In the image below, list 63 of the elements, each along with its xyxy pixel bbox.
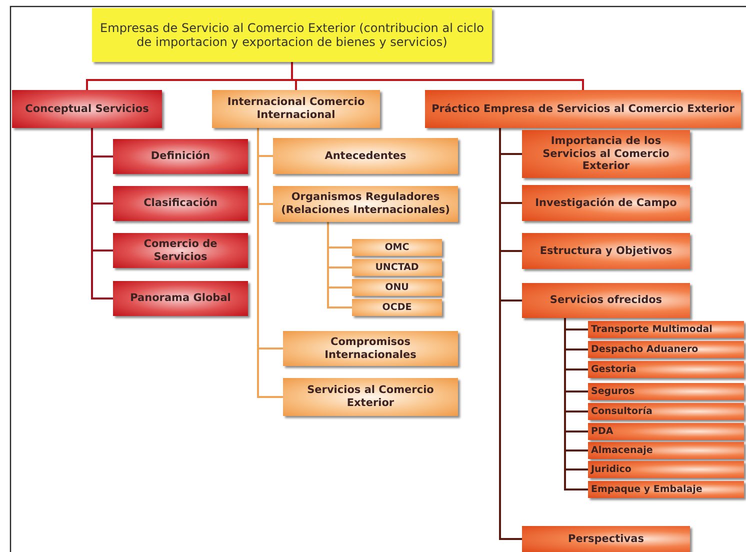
node-label: Importancia de los Servicios al Comercio Exterior	[542, 135, 670, 173]
category-box	[12, 90, 162, 128]
node-label: Clasificación	[142, 197, 218, 210]
category-box	[522, 526, 690, 552]
node-label: OCDE	[381, 302, 413, 314]
category-box	[273, 138, 458, 174]
node-label: PDA	[590, 426, 614, 438]
node-label: Práctico Empresa de Servicios al Comercio Exterior	[430, 102, 736, 116]
node-label: UNCTAD	[374, 262, 420, 274]
node-label: Transporte Multimodal	[590, 324, 714, 336]
category-box	[588, 383, 744, 400]
node-label: Investigación de Campo	[534, 196, 678, 210]
node-label: Definición	[150, 150, 212, 163]
node-label: Despacho Aduanero	[590, 344, 700, 356]
category-box	[352, 239, 442, 256]
node-label: Comercio de Servicios	[142, 238, 218, 264]
node-label: Almacenaje	[590, 444, 654, 456]
category-box	[522, 130, 690, 178]
category-box	[588, 361, 744, 378]
node-label: Antecedentes	[324, 150, 408, 162]
category-box	[522, 283, 690, 318]
category-box	[113, 233, 248, 268]
category-box	[425, 90, 741, 128]
category-box	[352, 259, 442, 276]
node-label: Perspectivas	[567, 532, 645, 546]
category-box	[273, 186, 458, 222]
node-label: Empresas de Servicio al Comercio Exterior (contribucion al ciclo de importacion y exportacion de bienes y servicios)	[99, 20, 485, 50]
category-box	[283, 331, 458, 366]
title-box	[92, 8, 492, 62]
connector-line	[291, 62, 584, 90]
node-label: Compromisos Internacionales	[324, 336, 418, 362]
category-box	[283, 378, 458, 416]
node-label: Empaque y Embalaje	[590, 484, 704, 496]
node-label: OMC	[384, 242, 410, 254]
category-box	[588, 461, 744, 478]
connector-line	[91, 128, 113, 300]
node-label: Servicios al Comercio Exterior	[306, 384, 435, 410]
node-label: Servicios ofrecidos	[548, 294, 664, 307]
category-box	[113, 281, 248, 316]
category-box	[522, 185, 690, 221]
category-box	[352, 279, 442, 296]
connector-line	[257, 128, 283, 398]
node-label: ONU	[384, 282, 410, 294]
category-box	[212, 90, 380, 128]
category-box	[588, 481, 744, 498]
node-label: Juridico	[590, 464, 632, 476]
node-label: Organismos Reguladores (Relaciones Internacionales)	[280, 191, 451, 217]
category-box	[588, 321, 744, 338]
category-box	[113, 186, 248, 221]
category-box	[588, 403, 744, 420]
category-box	[352, 299, 442, 316]
node-label: Gestoria	[590, 364, 638, 376]
category-box	[588, 442, 744, 459]
category-box	[522, 233, 690, 269]
node-label: Conceptual Servicios	[24, 102, 150, 116]
node-label: Internacional Comercio Internacional	[226, 96, 366, 122]
node-label: Panorama Global	[129, 292, 232, 305]
node-label: Estructura y Objetivos	[538, 244, 674, 258]
category-box	[588, 341, 744, 358]
node-label: Consultoría	[590, 406, 654, 418]
category-box	[113, 139, 248, 174]
category-box	[588, 423, 744, 440]
node-label: Seguros	[590, 386, 636, 398]
